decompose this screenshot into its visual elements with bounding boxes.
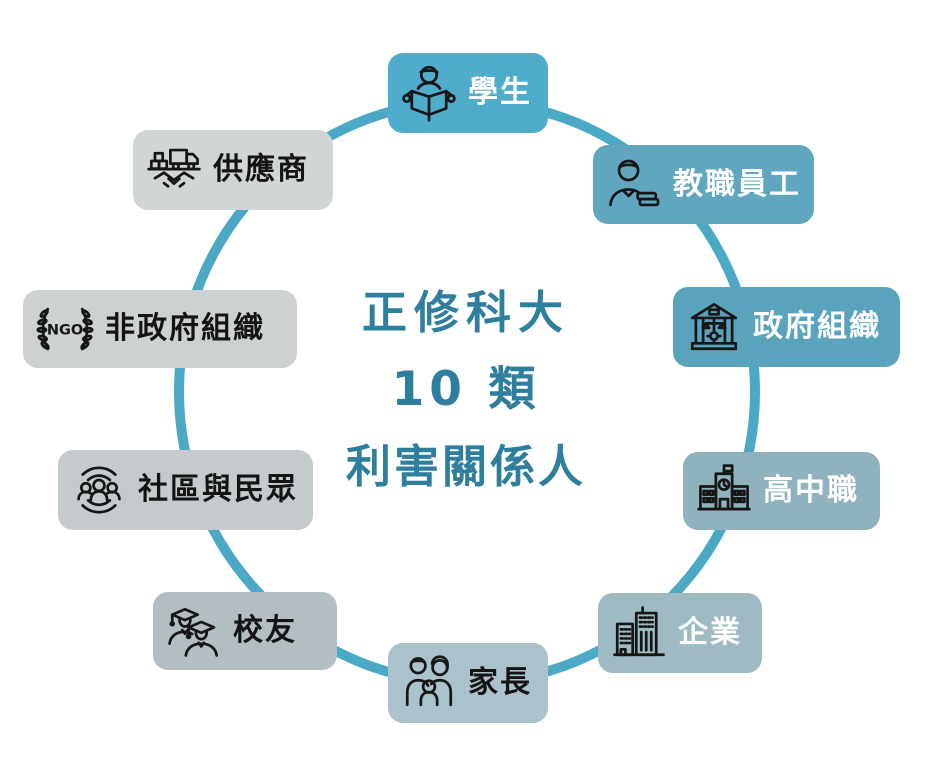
node-parents: 家長 [388, 643, 548, 723]
teacher-icon [605, 156, 663, 214]
school-building-icon [697, 464, 751, 511]
community-icon [77, 466, 121, 514]
node-community: 社區與民眾 [58, 450, 313, 530]
office-buildings-icon [613, 606, 665, 657]
center-title-line2: 10 類 [391, 362, 541, 417]
node-label: 非政府組織 [105, 311, 265, 346]
family-icon [405, 655, 453, 707]
node-alumni: 校友 [153, 592, 337, 670]
node-label: 學生 [468, 75, 532, 110]
node-highschool: 高中職 [683, 452, 880, 530]
node-supplier: 供應商 [133, 130, 333, 210]
node-label: 社區與民眾 [138, 472, 298, 507]
ngo-icon-text: NGO [47, 322, 83, 338]
center-title-line3: 利害關係人 [345, 440, 586, 493]
node-label: 政府組織 [753, 309, 881, 344]
node-enterprise: 企業 [598, 593, 762, 673]
center-title-line1: 正修科大 [361, 286, 570, 339]
government-building-icon [685, 298, 743, 356]
node-label: 教職員工 [673, 166, 801, 202]
node-faculty-staff: 教職員工 [593, 145, 814, 224]
graduates-icon [168, 607, 219, 657]
node-label: 高中職 [763, 473, 859, 508]
center-title: 正修科大 10 類 利害關係人 [276, 290, 656, 489]
node-government: 政府組織 [673, 287, 900, 367]
node-label: 企業 [678, 615, 742, 650]
node-label: 家長 [468, 665, 532, 700]
student-reading-icon [400, 64, 458, 122]
supplier-truck-handshake-icon [147, 148, 201, 188]
node-label: 供應商 [213, 152, 309, 187]
node-label: 校友 [233, 613, 297, 648]
node-ngo: NGO 非政府組織 [23, 290, 297, 368]
node-students: 學生 [388, 53, 548, 133]
ngo-laurel-icon: NGO [36, 307, 94, 351]
